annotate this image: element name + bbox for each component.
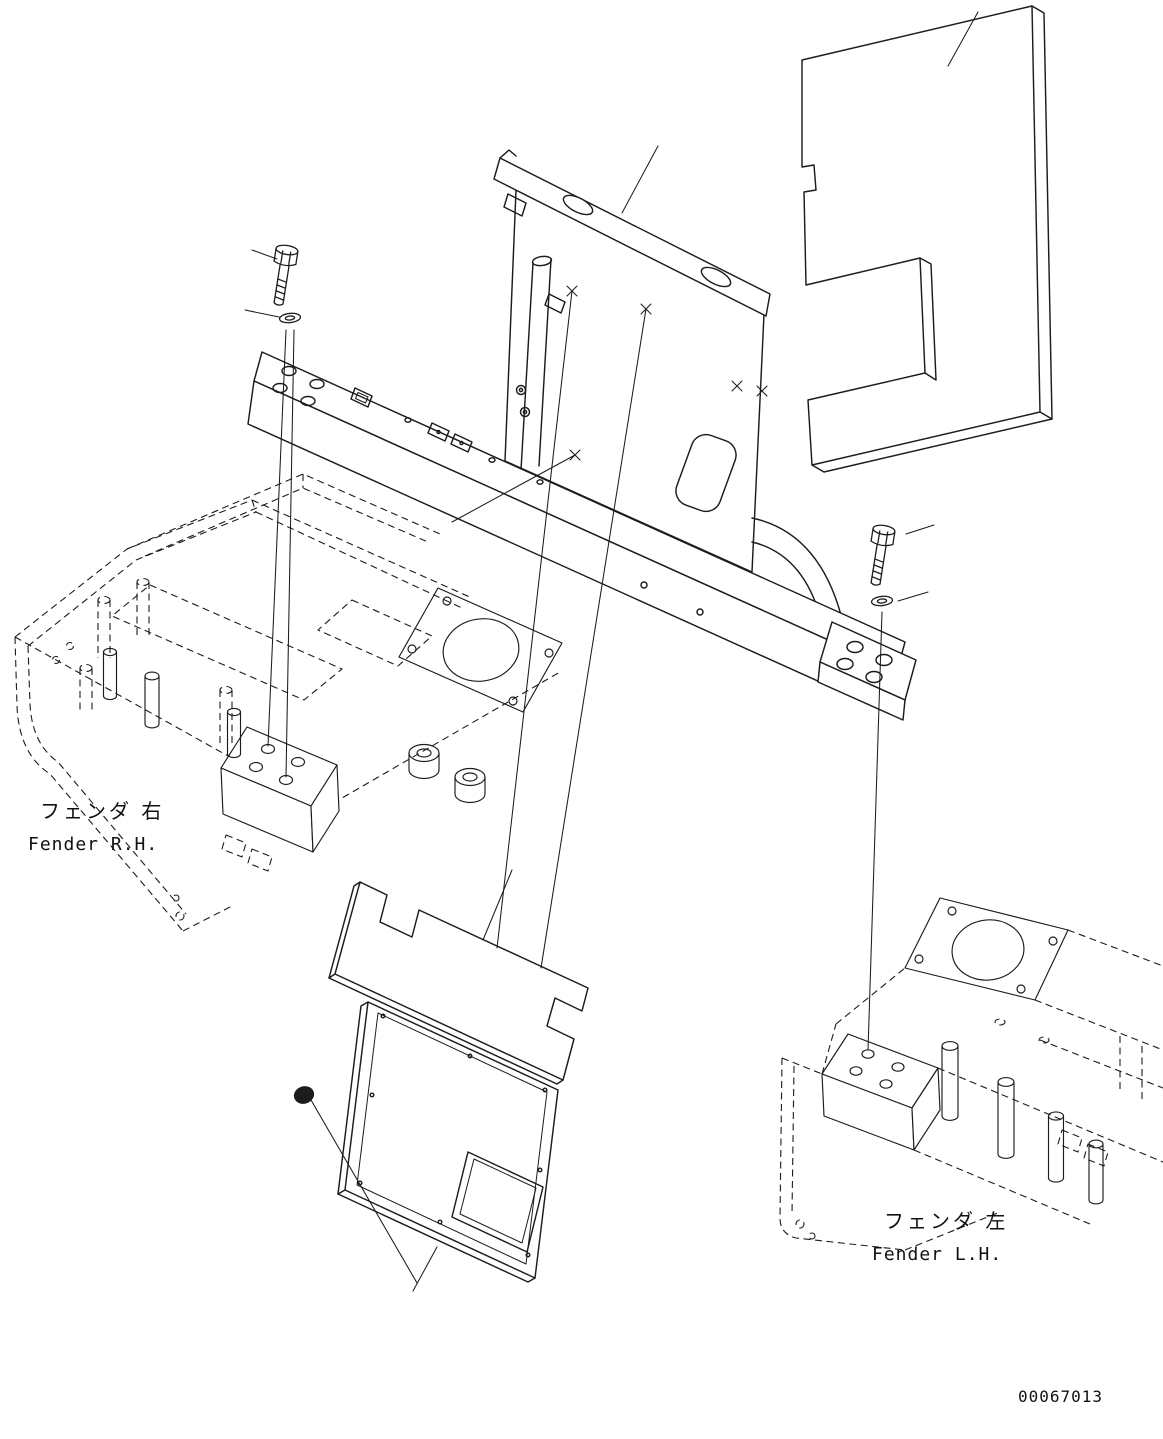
bolt-washer-set-2	[863, 523, 897, 608]
label-fender-rh-en: Fender R.H.	[28, 834, 158, 855]
fender-lh-mounting-details	[821, 897, 1104, 1205]
drawing-number: 00067013	[1018, 1387, 1103, 1406]
leader-lines	[244, 11, 979, 1292]
washer-2	[870, 594, 894, 608]
rear-cover-plate	[801, 5, 1053, 473]
labels: フェンダ 右 Fender R.H. フェンダ 左 Fender L.H. 00…	[28, 799, 1103, 1406]
sound-cover-upper	[328, 881, 589, 1085]
hex-bolt-2	[863, 523, 897, 588]
label-fender-lh-en: Fender L.H.	[872, 1244, 1002, 1265]
bolt-washer-set-1	[266, 243, 302, 325]
fender-lh-ghost-outline	[779, 929, 1163, 1251]
sound-cover-lower	[337, 1001, 559, 1283]
blind-plug	[293, 1086, 315, 1104]
washer-1	[278, 311, 302, 325]
label-fender-rh-jp: フェンダ 右	[40, 799, 164, 823]
partition-panel-assembly	[247, 149, 917, 721]
fender-rh-mounting-details	[102, 587, 563, 853]
label-fender-lh-jp: フェンダ 左	[884, 1209, 1008, 1233]
hex-bolt-1	[266, 243, 300, 308]
